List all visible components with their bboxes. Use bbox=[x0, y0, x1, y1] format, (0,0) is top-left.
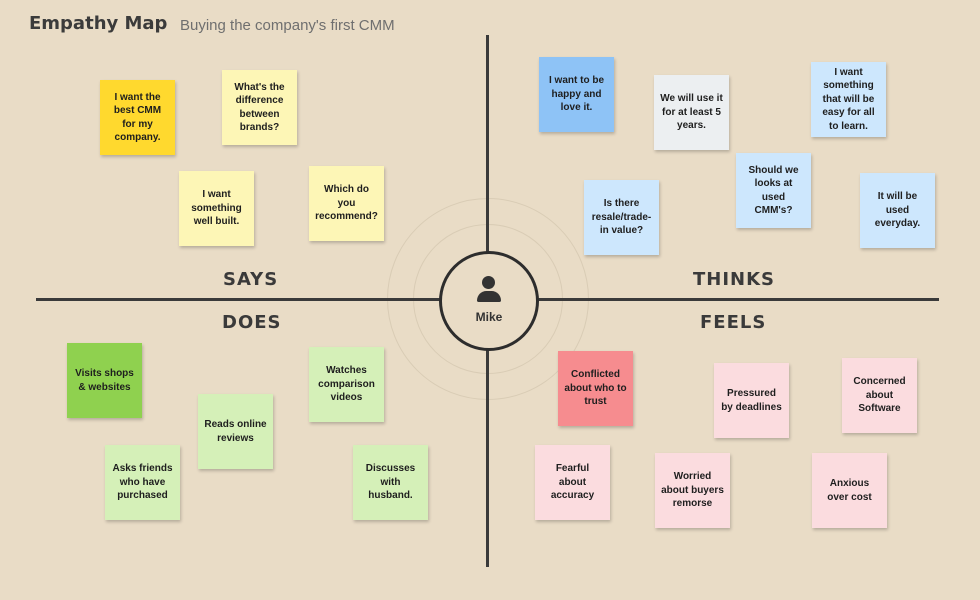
sticky-note-text: I want something well built. bbox=[191, 189, 242, 228]
sticky-note-says[interactable]: I want the best CMM for my company. bbox=[100, 80, 175, 155]
sticky-note-feels[interactable]: Worried about buyers remorse bbox=[655, 453, 730, 528]
sticky-note-feels[interactable]: Fearful about accuracy bbox=[535, 445, 610, 520]
sticky-note-text: What's the difference between brands? bbox=[234, 81, 285, 134]
sticky-note-feels[interactable]: Anxious over cost bbox=[812, 453, 887, 528]
sticky-note-text: Should we looks at used CMM's? bbox=[748, 164, 799, 217]
sticky-note-text: Is there resale/trade-in value? bbox=[591, 198, 652, 237]
quadrant-label-does: DOES bbox=[222, 312, 282, 333]
sticky-note-text: Watches comparison videos bbox=[318, 365, 375, 404]
sticky-note-text: Which do you recommend? bbox=[315, 184, 378, 223]
sticky-note-text: It will be used everyday. bbox=[874, 191, 921, 230]
sticky-note-text: Conflicted about who to trust bbox=[564, 369, 627, 408]
page-subtitle: Buying the company's first CMM bbox=[180, 17, 395, 34]
sticky-note-feels[interactable]: Pressured by deadlines bbox=[714, 363, 789, 438]
sticky-note-text: Pressured by deadlines bbox=[721, 388, 782, 413]
sticky-note-text: Visits shops & websites bbox=[75, 368, 134, 393]
sticky-note-text: Concerned about Software bbox=[853, 376, 906, 415]
sticky-note-feels[interactable]: Conflicted about who to trust bbox=[558, 351, 633, 426]
sticky-note-does[interactable]: Asks friends who have purchased bbox=[105, 445, 180, 520]
quadrant-label-feels: FEELS bbox=[700, 312, 767, 333]
sticky-note-does[interactable]: Reads online reviews bbox=[198, 394, 273, 469]
sticky-note-text: Anxious over cost bbox=[827, 478, 872, 503]
sticky-note-does[interactable]: Visits shops & websites bbox=[67, 343, 142, 418]
sticky-note-thinks[interactable]: We will use it for at least 5 years. bbox=[654, 75, 729, 150]
page-title: Empathy Map bbox=[29, 13, 168, 34]
sticky-note-feels[interactable]: Concerned about Software bbox=[842, 358, 917, 433]
sticky-note-thinks[interactable]: I want to be happy and love it. bbox=[539, 57, 614, 132]
persona-name: Mike bbox=[475, 310, 503, 324]
sticky-note-thinks[interactable]: I want something that will be easy for a… bbox=[811, 62, 886, 137]
sticky-note-text: Discusses with husband. bbox=[365, 463, 416, 502]
sticky-note-does[interactable]: Watches comparison videos bbox=[309, 347, 384, 422]
sticky-note-thinks[interactable]: It will be used everyday. bbox=[860, 173, 935, 248]
sticky-note-text: I want the best CMM for my company. bbox=[113, 91, 162, 144]
quadrant-label-thinks: THINKS bbox=[693, 269, 776, 290]
sticky-note-does[interactable]: Discusses with husband. bbox=[353, 445, 428, 520]
sticky-note-text: Asks friends who have purchased bbox=[112, 463, 173, 502]
sticky-note-text: I want something that will be easy for a… bbox=[822, 66, 875, 132]
sticky-note-says[interactable]: Which do you recommend? bbox=[309, 166, 384, 241]
sticky-note-says[interactable]: I want something well built. bbox=[179, 171, 254, 246]
sticky-note-text: Fearful about accuracy bbox=[550, 463, 595, 502]
sticky-note-text: I want to be happy and love it. bbox=[549, 75, 604, 114]
sticky-note-text: Worried about buyers remorse bbox=[661, 471, 724, 510]
sticky-note-text: Reads online reviews bbox=[204, 419, 267, 444]
sticky-note-thinks[interactable]: Should we looks at used CMM's? bbox=[736, 153, 811, 228]
quadrant-label-says: SAYS bbox=[223, 269, 279, 290]
sticky-note-thinks[interactable]: Is there resale/trade-in value? bbox=[584, 180, 659, 255]
persona-circle[interactable]: Mike bbox=[439, 251, 539, 351]
sticky-note-text: We will use it for at least 5 years. bbox=[660, 93, 723, 132]
sticky-note-says[interactable]: What's the difference between brands? bbox=[222, 70, 297, 145]
